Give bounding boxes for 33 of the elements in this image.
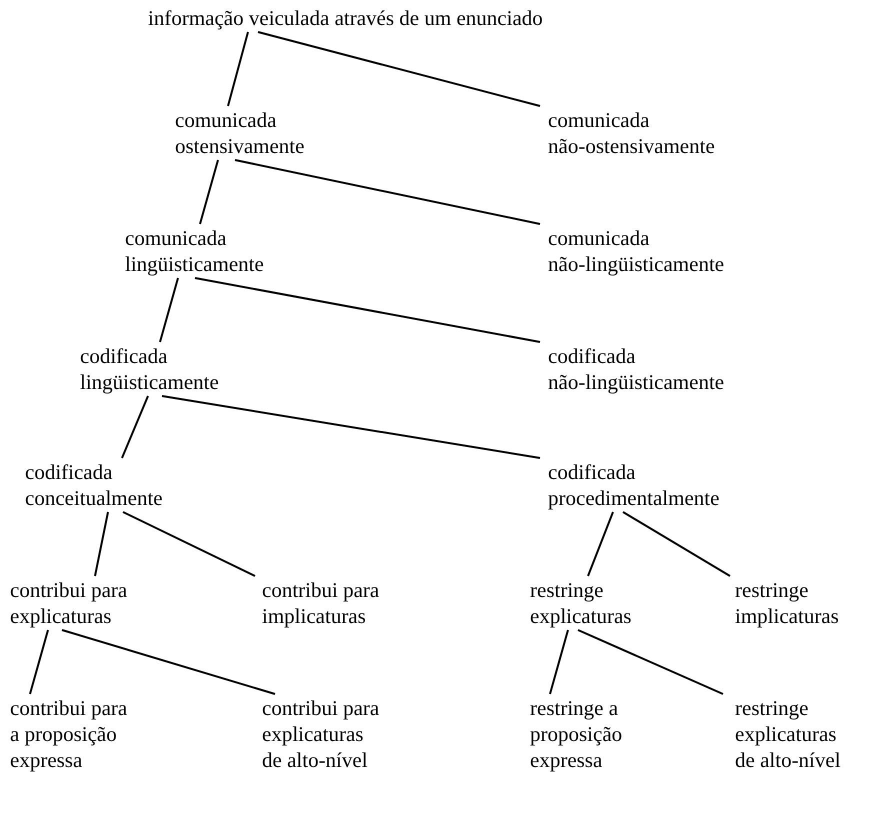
tree-line — [622, 511, 731, 577]
node-label: contribui para a proposição expressa — [10, 694, 138, 774]
tree-line — [29, 630, 49, 694]
tree-line — [162, 395, 540, 459]
node-label: comunicada ostensivamente — [175, 106, 335, 160]
node-label: contribui para explicaturas — [10, 576, 150, 630]
tree-line — [122, 511, 256, 577]
node-label: comunicada não-ostensivamente — [548, 106, 748, 160]
tree-line — [549, 630, 569, 694]
node-label: restringe implicaturas — [735, 576, 855, 630]
tree-line — [587, 512, 614, 576]
node-label: contribui para implicaturas — [262, 576, 402, 630]
tree-line — [234, 159, 540, 225]
node-label: codificada conceitualmente — [25, 458, 225, 512]
tree-line — [121, 396, 149, 458]
tree-line — [94, 512, 109, 576]
node-label: comunicada não-lingüisticamente — [548, 224, 778, 278]
node-label: contribui para explicaturas de alto-nível — [262, 694, 382, 774]
node-label: codificada lingüisticamente — [80, 342, 270, 396]
tree-line — [578, 629, 724, 695]
tree-line — [62, 629, 276, 695]
node-label: restringe explicaturas — [530, 576, 650, 630]
node-label: codificada não-lingüisticamente — [548, 342, 778, 396]
node-label: informação veiculada através de um enunciado — [148, 4, 668, 32]
node-label: restringe a proposição expressa — [530, 694, 650, 774]
tree-line — [199, 160, 219, 224]
tree-line — [258, 31, 540, 107]
node-label: codificada procedimentalmente — [548, 458, 778, 512]
tree-line — [227, 32, 249, 106]
node-label: comunicada lingüisticamente — [125, 224, 285, 278]
tree-line — [194, 277, 540, 343]
tree-line — [159, 278, 179, 342]
node-label: restringe explicaturas de alto-nível — [735, 694, 860, 774]
